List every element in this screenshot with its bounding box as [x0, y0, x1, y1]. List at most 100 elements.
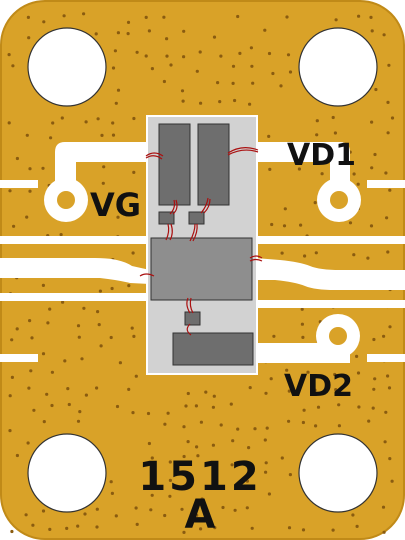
via [285, 15, 289, 19]
via [388, 325, 392, 329]
via [381, 505, 386, 509]
via [337, 403, 341, 407]
small-chip-vd1 [188, 211, 205, 225]
via [390, 116, 395, 120]
mounting-hole-bottom-left [27, 433, 107, 513]
via [147, 441, 151, 446]
via [186, 391, 190, 396]
via [27, 36, 31, 40]
via [267, 134, 271, 138]
pad-hole-vd1 [330, 191, 348, 209]
via [280, 456, 284, 460]
via [134, 506, 138, 510]
revision-letter: A [185, 492, 216, 538]
via [195, 445, 199, 449]
via [383, 440, 387, 444]
via [385, 216, 389, 220]
via [109, 335, 113, 340]
via [331, 528, 335, 532]
via [131, 411, 135, 415]
via [15, 156, 19, 161]
via [333, 372, 337, 377]
via [180, 89, 185, 93]
via [214, 462, 218, 466]
via [357, 405, 361, 409]
via [186, 440, 190, 444]
via [181, 99, 185, 103]
pad-hole-vd2 [329, 327, 347, 345]
via [288, 473, 292, 477]
via [233, 508, 237, 512]
via [115, 404, 120, 409]
via [84, 120, 88, 124]
ground-strip-left-bottom [0, 354, 38, 362]
via [314, 424, 318, 428]
via [166, 411, 170, 415]
via [248, 386, 252, 390]
via [102, 165, 106, 169]
via [270, 222, 274, 227]
via [229, 402, 233, 406]
mmic-die [150, 237, 253, 301]
via [134, 374, 138, 378]
via [61, 300, 65, 304]
via [219, 423, 223, 427]
via [388, 188, 392, 192]
via [300, 307, 304, 311]
via [355, 524, 359, 529]
label-vd2: VD2 [284, 369, 353, 404]
via [199, 101, 203, 105]
part-number: 1512 [138, 454, 261, 500]
via [370, 166, 374, 170]
via [182, 530, 186, 535]
via [8, 394, 12, 398]
via [287, 419, 291, 423]
via [114, 514, 118, 518]
via [135, 522, 139, 527]
via [269, 377, 273, 381]
via [11, 64, 15, 68]
via [372, 387, 376, 391]
via [287, 526, 292, 530]
via [352, 172, 356, 176]
via [384, 410, 388, 414]
via [82, 12, 86, 16]
via [248, 102, 252, 106]
via [370, 120, 374, 124]
via [49, 136, 53, 140]
via [249, 46, 253, 50]
via [76, 524, 80, 528]
ground-strip-right-bottom [367, 354, 405, 362]
via [29, 369, 33, 373]
via [230, 463, 234, 467]
via [25, 133, 29, 137]
via [334, 388, 338, 392]
via [384, 171, 388, 175]
via [114, 101, 118, 105]
via [313, 201, 317, 205]
via [162, 15, 166, 19]
via [28, 319, 32, 323]
via [297, 167, 301, 171]
via [111, 133, 116, 137]
via [382, 530, 386, 534]
via [367, 419, 371, 423]
via [267, 51, 272, 56]
via [60, 116, 64, 120]
via [388, 457, 392, 461]
via [382, 33, 386, 37]
via [264, 470, 268, 474]
via [51, 121, 55, 125]
via [299, 223, 303, 227]
via [168, 494, 172, 498]
via [370, 29, 374, 33]
via [25, 215, 29, 219]
bypass-capacitor-vd1 [197, 123, 230, 206]
via [280, 251, 284, 255]
via [238, 51, 242, 56]
via [82, 306, 86, 310]
trace-rf-out [255, 258, 405, 290]
small-chip-vg [158, 211, 175, 225]
via [62, 14, 66, 18]
via [373, 377, 377, 381]
